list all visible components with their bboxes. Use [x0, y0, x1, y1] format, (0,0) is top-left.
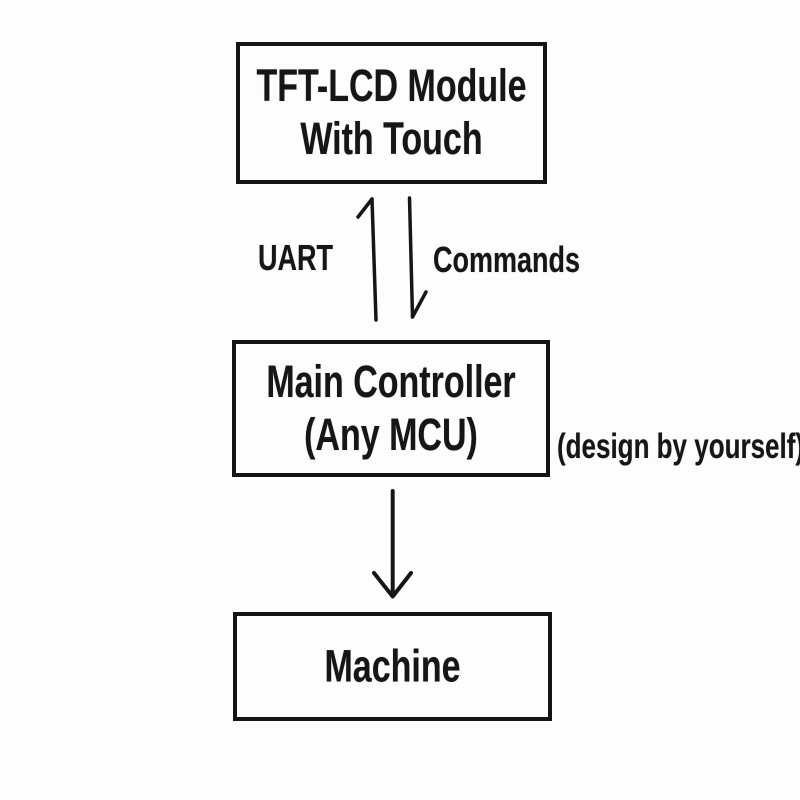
arrow-up-uart: [356, 197, 378, 322]
node-machine-label: Machine: [324, 641, 461, 692]
node-tft-line1: TFT-LCD Module: [256, 61, 527, 112]
annotation-design-by-yourself: (design by yourself): [557, 425, 800, 467]
node-tft-lcd-module-label: TFT-LCD Module With Touch: [256, 60, 526, 166]
node-tft-line2: With Touch: [300, 114, 483, 165]
node-main-controller: Main Controller (Any MCU): [232, 340, 550, 477]
node-main-controller-label: Main Controller (Any MCU): [266, 355, 515, 461]
edge-label-commands: Commands: [433, 239, 581, 281]
node-machine: Machine: [233, 612, 552, 721]
edge-label-uart: UART: [258, 237, 333, 279]
node-mcu-line2: (Any MCU): [304, 409, 478, 461]
node-mcu-line1: Main Controller: [266, 356, 516, 408]
arrow-down-commands: [407, 196, 428, 319]
node-tft-lcd-module: TFT-LCD Module With Touch: [236, 42, 547, 184]
arrow-mcu-to-machine: [372, 489, 413, 599]
